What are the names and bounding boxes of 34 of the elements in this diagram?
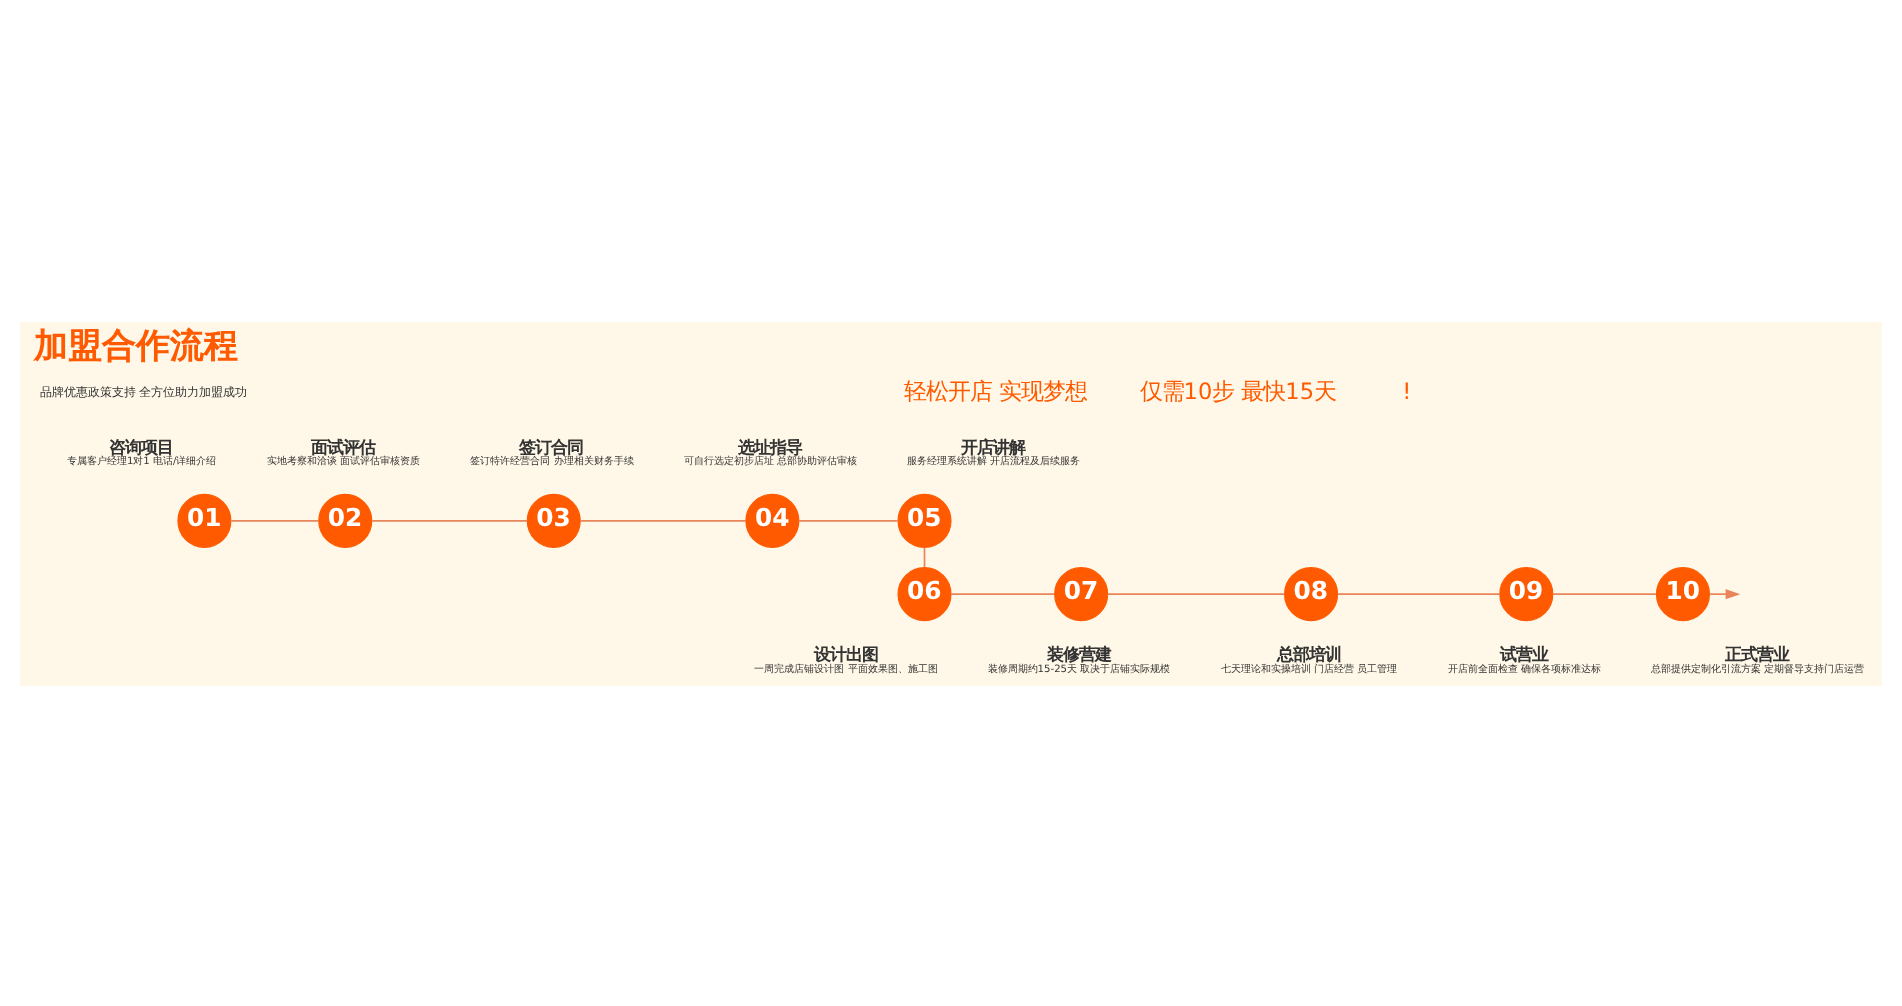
node-circle: 04	[745, 492, 800, 547]
node-circle: 06	[897, 566, 952, 621]
node-circle: 01	[177, 492, 232, 547]
arrow	[1708, 588, 1741, 599]
node-circle: 05	[897, 492, 952, 547]
connector	[1336, 592, 1501, 594]
label: 轻松开店 实现梦想	[903, 377, 1088, 404]
node-label: 装修营建	[1046, 643, 1111, 664]
connector	[1106, 592, 1286, 594]
connector	[950, 592, 1056, 594]
node-label: 正式营业	[1725, 643, 1790, 664]
node-label: 试营业	[1500, 643, 1549, 664]
connector	[923, 545, 926, 568]
node-circle: 07	[1054, 566, 1109, 621]
node-circle: 08	[1284, 566, 1339, 621]
node-label: 选址指导	[738, 435, 803, 456]
node-circle: 09	[1499, 566, 1554, 621]
node-label: 设计出图	[813, 643, 878, 664]
connector	[1552, 592, 1657, 594]
node-circle: 03	[526, 492, 581, 547]
node-circle: 02	[318, 492, 373, 547]
node-label: 签订合同	[519, 435, 584, 456]
connector	[371, 519, 528, 521]
node-label: 咨询项目	[109, 435, 174, 456]
label: !	[1402, 377, 1412, 404]
connector	[230, 519, 320, 521]
label: 仅需10步 最快15天	[1139, 377, 1337, 404]
node-label: 总部培训	[1276, 643, 1341, 664]
node-circle: 10	[1655, 566, 1710, 621]
node-label: 面试评估	[310, 435, 375, 456]
connector	[798, 519, 899, 521]
node-label: 开店讲解	[961, 435, 1026, 456]
diagram-title: 加盟合作流程	[33, 323, 238, 364]
connector	[579, 519, 747, 521]
